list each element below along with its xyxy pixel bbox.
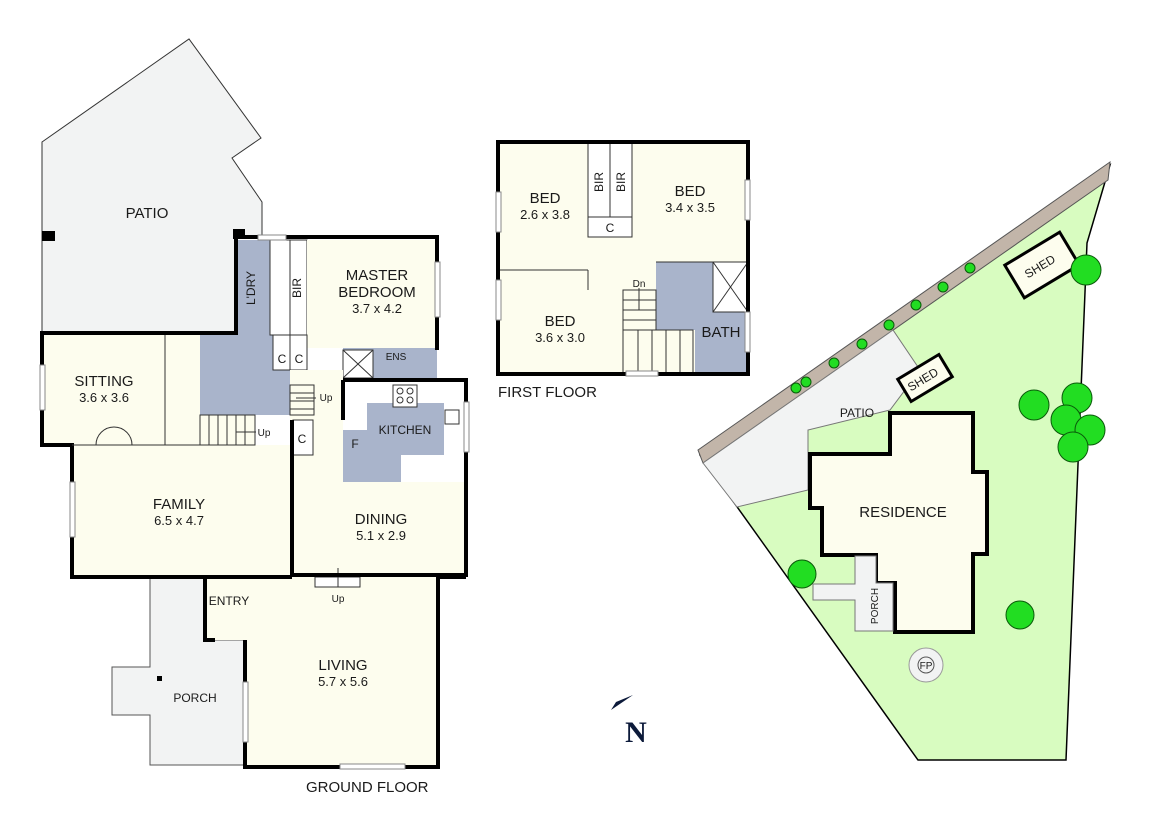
first-floor-stairs — [622, 288, 694, 375]
room-label-bir-1: BIR — [592, 172, 606, 192]
ground-floor-title: GROUND FLOOR — [306, 779, 429, 796]
family-room — [72, 445, 292, 575]
residence-footprint — [808, 411, 989, 634]
room-label-bed-3: BED — [545, 313, 576, 330]
stair-down-label: Dn — [633, 279, 646, 290]
room-label-bed-2: BED — [675, 183, 706, 200]
room-label-entry: ENTRY — [209, 594, 249, 608]
room-label-closet-2: C — [295, 352, 304, 366]
room-dims-dining: 5.1 x 2.9 — [356, 528, 406, 543]
fire-pit — [908, 647, 944, 683]
sink-icon — [444, 409, 460, 425]
porch-site — [812, 555, 894, 632]
post — [42, 231, 55, 241]
room-label-laundry: L'DRY — [244, 271, 258, 305]
fridge-label: F — [351, 437, 358, 451]
residence-label: RESIDENCE — [859, 504, 947, 521]
room-label-closet-3: C — [298, 432, 307, 446]
compass-letter: N — [625, 716, 647, 749]
room-dims-bed-2: 3.4 x 3.5 — [665, 200, 715, 215]
fire-pit-label: FP — [920, 661, 933, 672]
room-label-bed-1: BED — [530, 190, 561, 207]
master-bedroom — [307, 240, 437, 348]
room-dims-master-bedroom: 3.7 x 4.2 — [352, 301, 402, 316]
stair-up-label-2: Up — [320, 393, 333, 404]
shed-1 — [1002, 230, 1082, 300]
room-label-living: LIVING — [318, 657, 367, 674]
room-label-dining: DINING — [355, 511, 408, 528]
living-room — [245, 577, 438, 765]
room-label-ensuite: ENS — [386, 352, 407, 363]
room-dims-family: 6.5 x 4.7 — [154, 513, 204, 528]
room-label-sitting: SITTING — [74, 373, 133, 390]
patio-area — [41, 38, 263, 334]
trees — [787, 254, 1106, 630]
room-dims-sitting: 3.6 x 3.6 — [79, 390, 129, 405]
room-label-kitchen: KITCHEN — [379, 423, 432, 437]
bir-closet — [269, 239, 308, 336]
patio-area-site — [702, 329, 921, 508]
room-dims-living: 5.7 x 5.6 — [318, 674, 368, 689]
first-floor-walls — [496, 140, 750, 376]
room-label-bath: BATH — [702, 324, 741, 341]
porch-label-site: PORCH — [870, 588, 881, 624]
room-label-porch: PORCH — [173, 691, 216, 705]
stair-up-label-3: Up — [332, 594, 345, 605]
room-dims-bed-1: 2.6 x 3.8 — [520, 207, 570, 222]
shed-2 — [895, 352, 955, 404]
room-label-closet-1: C — [278, 352, 287, 366]
north-arrow-icon: N — [611, 695, 647, 749]
stair-up-label-1: Up — [258, 428, 271, 439]
room-label-closet: C — [606, 221, 615, 235]
room-dims-bed-3: 3.6 x 3.0 — [535, 330, 585, 345]
patio-label-site: PATIO — [840, 406, 874, 420]
windows — [39, 234, 470, 770]
room-label-patio: PATIO — [126, 205, 169, 222]
first-floor-plan: BED 2.6 x 3.8 BED 3.4 x 3.5 BED 3.6 x 3.… — [495, 140, 751, 401]
room-label-bir-2: BIR — [614, 172, 628, 192]
staircase — [199, 384, 316, 446]
ground-floor-plan: PATIO L'DRY BIR MASTER BEDROOM 3.7 x 4.2… — [39, 38, 470, 796]
room-label-bir: BIR — [290, 278, 304, 298]
cooktop-icon — [392, 384, 418, 408]
post — [233, 229, 245, 239]
entry — [205, 577, 245, 640]
room-label-family: FAMILY — [153, 496, 205, 513]
room-label-master-bedroom-2: BEDROOM — [338, 284, 416, 301]
first-floor-title: FIRST FLOOR — [498, 384, 597, 401]
room-label-master-bedroom-1: MASTER — [346, 267, 409, 284]
site-plan: RESIDENCE SHED SHED PATIO PORCH FP — [697, 160, 1112, 761]
